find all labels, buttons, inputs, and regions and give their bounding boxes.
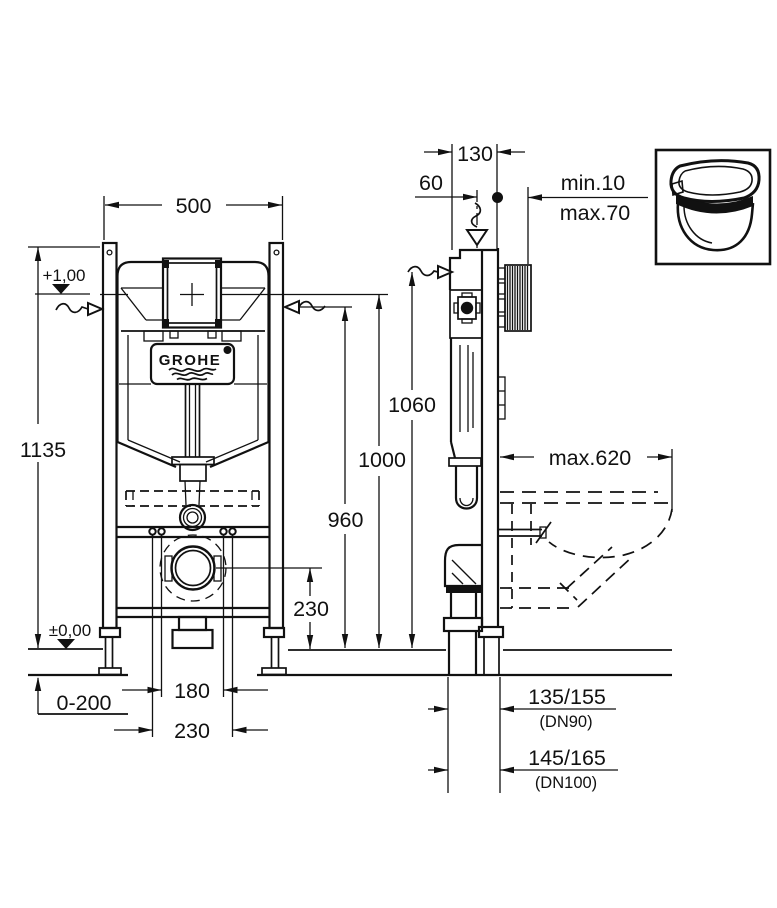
dim-outlet-dn100-label: 145/165 <box>528 746 606 770</box>
dim-flush-offset: 60 <box>415 171 503 250</box>
inspection-window <box>161 257 223 329</box>
wc-mounting-rod <box>498 521 552 544</box>
dim-wc-depth: max.620 <box>500 446 673 512</box>
drain-elbow <box>442 543 484 675</box>
wc-outline-dashed <box>500 491 673 609</box>
mounting-bolts <box>148 527 237 737</box>
flow-arrows <box>55 202 489 317</box>
dim-bolt-outer-label: 230 <box>174 719 210 743</box>
dim-height-supply: 960 <box>298 306 364 648</box>
dim-frame-height-label: 1135 <box>20 438 66 462</box>
grohe-logo: GROHE <box>149 342 236 386</box>
dim-height-actuation-label: 1000 <box>358 448 406 472</box>
flush-valve <box>171 456 215 532</box>
supply-arrow-left-icon <box>55 301 105 317</box>
drain-outlet <box>159 534 227 650</box>
front-view: GROHE <box>98 241 287 737</box>
dim-outlet-dn100-sub: (DN100) <box>535 774 597 792</box>
side-view <box>442 248 673 675</box>
dim-height-actuation: 1000 <box>100 293 406 648</box>
level-marker-floor: ±0,00 <box>49 621 91 649</box>
supply-arrow-side-icon <box>407 264 455 280</box>
dim-bolt-inner-label: 180 <box>174 679 210 703</box>
grohe-wave-icon <box>168 367 217 381</box>
dim-wall-max-label: max.70 <box>560 201 631 225</box>
supply-valve-symbol-icon <box>453 292 481 324</box>
floor-lines <box>28 648 672 793</box>
dim-outlet-dn100: 145/165 (DN100) <box>428 746 618 792</box>
dim-wall-min-label: min.10 <box>561 171 626 195</box>
dimensions: 500 1135 +1,00 ±0,00 0-200 <box>20 142 673 792</box>
frame-profile <box>448 248 505 675</box>
dim-wall-distance: min.10 max.70 <box>527 171 648 264</box>
mounting-plate-dashed <box>125 490 260 507</box>
actuation-center-cross <box>180 283 204 306</box>
dim-outlet-dn90-sub: (DN90) <box>539 713 592 731</box>
level-marker-top: +1,00 <box>35 266 90 295</box>
dim-drain-height: 230 <box>216 567 329 649</box>
flush-direction-icon <box>465 202 489 247</box>
dim-frame-height: 1135 <box>20 246 100 648</box>
level-top-label: +1,00 <box>42 266 85 285</box>
toilet-icon <box>669 159 761 252</box>
dim-foot-adjust: 0-200 <box>34 677 112 715</box>
dim-foot-adjust-label: 0-200 <box>57 691 112 715</box>
dim-bolt-outer: 230 <box>114 719 268 743</box>
dim-drain-height-label: 230 <box>293 597 329 621</box>
reference-point-icon <box>492 192 503 203</box>
dim-flush-offset-label: 60 <box>419 171 443 195</box>
wall-bracket <box>497 264 532 420</box>
dim-outlet-dn90: 135/155 (DN90) <box>428 685 616 731</box>
dim-depth-label: 130 <box>457 142 493 166</box>
dim-height-top: 1060 <box>388 272 436 648</box>
dim-height-top-label: 1060 <box>388 393 436 417</box>
supply-arrow-right-icon <box>282 299 326 315</box>
level-floor-label: ±0,00 <box>49 621 91 640</box>
dim-frame-width: 500 <box>103 194 284 240</box>
datum-triangle-icon <box>52 284 70 294</box>
dim-frame-width-label: 500 <box>176 194 212 218</box>
datum-triangle-icon <box>57 639 75 649</box>
dim-bolt-inner: 180 <box>122 679 268 703</box>
dim-outlet-dn90-label: 135/155 <box>528 685 606 709</box>
frame-feet <box>98 626 287 676</box>
wc-icon-box <box>654 148 772 266</box>
registered-mark-icon <box>223 346 232 354</box>
grohe-logo-text: GROHE <box>159 352 222 369</box>
dim-height-supply-label: 960 <box>328 508 364 532</box>
dim-wc-depth-label: max.620 <box>549 446 632 470</box>
